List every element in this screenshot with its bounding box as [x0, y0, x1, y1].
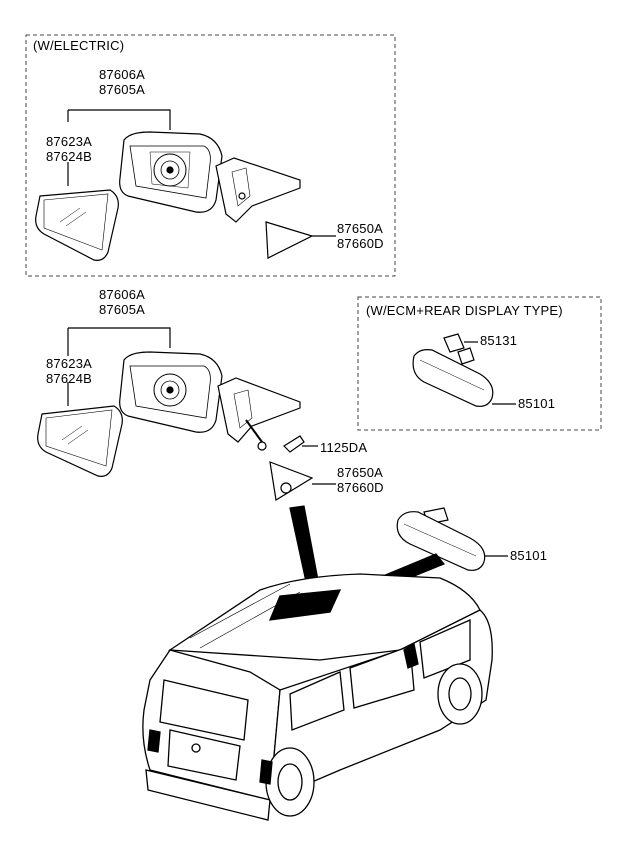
ecm-part-85101: 85101	[518, 396, 556, 411]
electric-part-87624b: 87624B	[46, 149, 93, 164]
electric-part-87605a: 87605A	[99, 82, 146, 97]
manual-part-87623a: 87623A	[46, 356, 93, 371]
ecm-mirror-group	[412, 333, 516, 407]
manual-part-87606a: 87606A	[99, 287, 146, 302]
manual-mirror-group	[37, 327, 336, 583]
electric-section-title: (W/ELECTRIC)	[33, 38, 125, 53]
electric-mirror-group	[35, 109, 336, 261]
manual-part-87624b: 87624B	[46, 371, 93, 386]
electric-section-box	[25, 34, 396, 277]
manual-part-87650a: 87650A	[337, 465, 384, 480]
inside-mirror-part-85101: 85101	[510, 548, 548, 563]
ecm-section-box	[357, 296, 602, 431]
ecm-section-title: (W/ECM+REAR DISPLAY TYPE)	[366, 303, 563, 318]
ecm-part-85131: 85131	[480, 333, 518, 348]
electric-part-87606a: 87606A	[99, 67, 146, 82]
electric-part-87623a: 87623A	[46, 134, 93, 149]
manual-part-1125da: 1125DA	[320, 440, 368, 455]
manual-part-87605a: 87605A	[99, 302, 146, 317]
car-illustration	[142, 573, 493, 821]
electric-part-87660d: 87660D	[337, 236, 384, 251]
manual-part-87660d: 87660D	[337, 480, 384, 495]
electric-part-87650a: 87650A	[337, 221, 384, 236]
